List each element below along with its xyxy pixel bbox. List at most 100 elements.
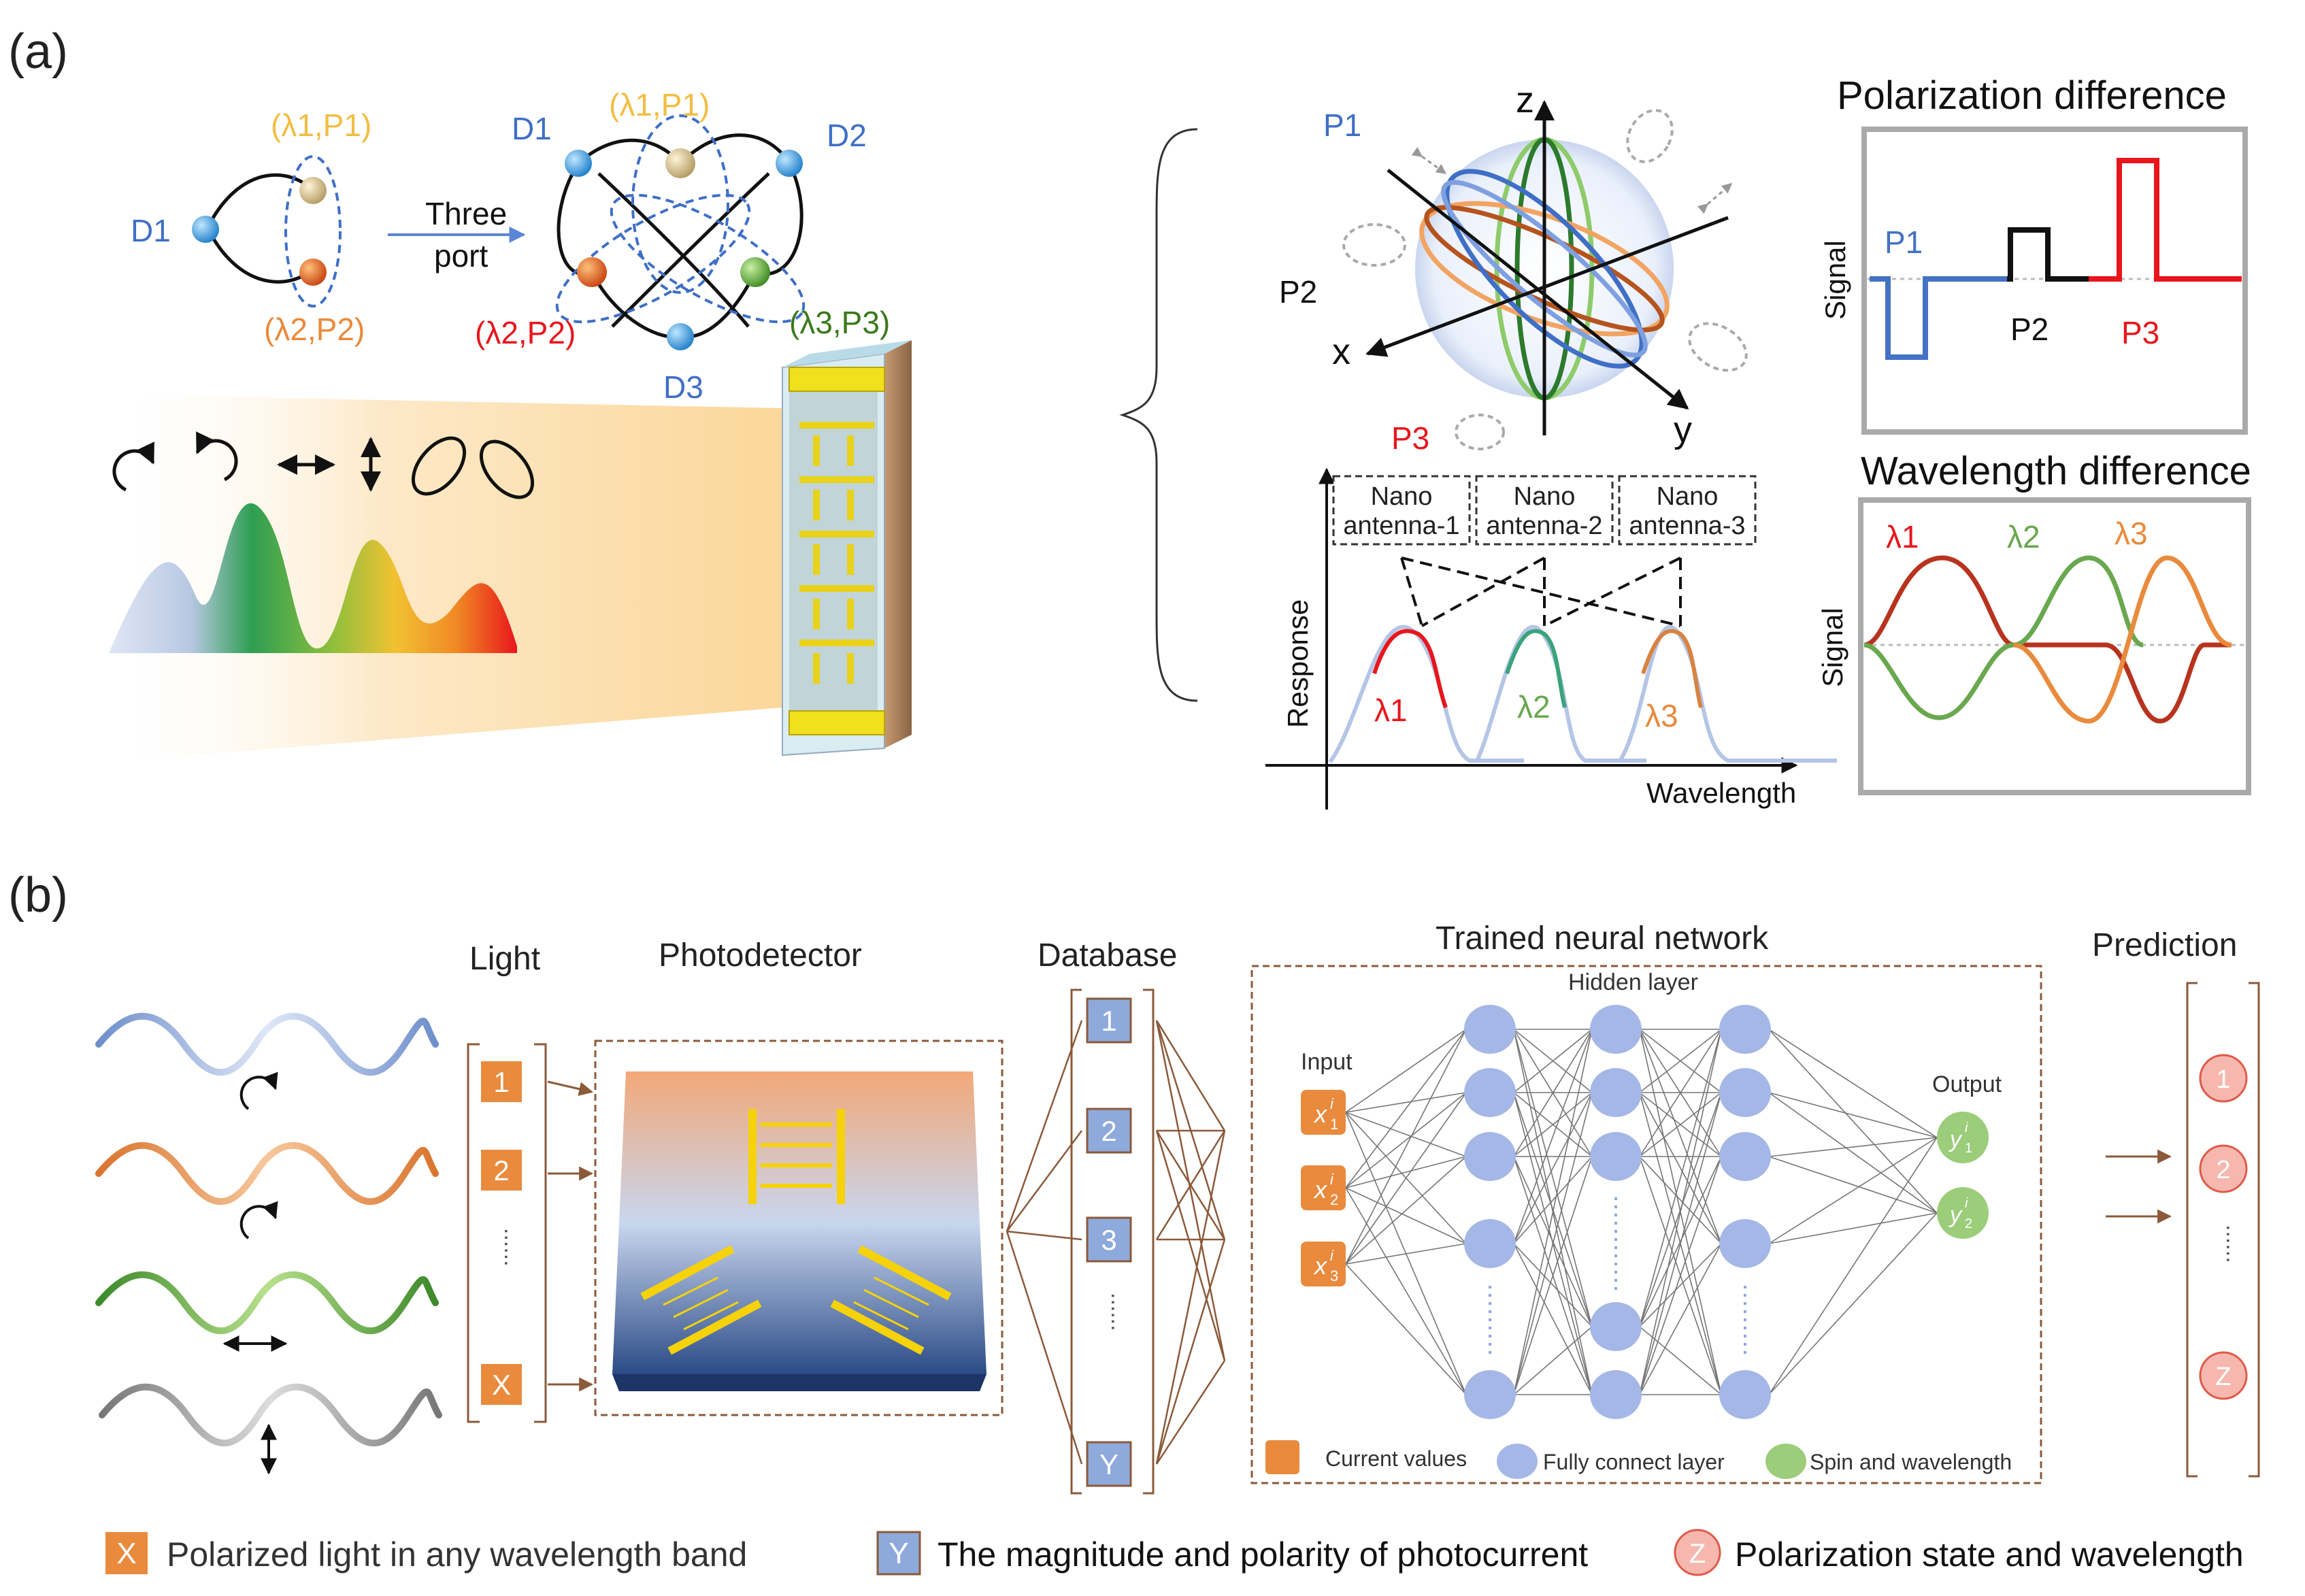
prediction-item-1: 1: [2216, 1065, 2230, 1094]
light-item-2: 2: [493, 1154, 509, 1186]
antenna-2-line-1: Nano: [1514, 482, 1576, 511]
response-plot: [1265, 467, 1837, 810]
wave-polarization-icons: [222, 1071, 288, 1475]
network-edge: [1768, 1029, 1938, 1138]
topology-node-l3p3: (λ3,P3): [789, 305, 890, 340]
network-input-3: x i 3: [1301, 1242, 1346, 1286]
network-edge: [1513, 1092, 1593, 1395]
poincare-sphere: [1342, 100, 1748, 450]
wavelength-plot-l1: λ1: [1886, 519, 1919, 554]
network-edge: [1345, 1187, 1467, 1395]
light-waves: [95, 1012, 442, 1447]
photodetector-chip: [612, 1071, 986, 1391]
wavelength-plot-ylabel: Signal: [1817, 608, 1848, 687]
legend-current-values: Current values: [1325, 1446, 1467, 1471]
sphere-p1: P1: [1323, 107, 1361, 143]
network-edge: [1345, 1187, 1467, 1244]
topology-d1-left: D1: [131, 213, 171, 248]
network-edge: [1513, 1029, 1593, 1395]
topology-node-l2p2: (λ2,P2): [475, 315, 576, 350]
response-peak-l1: λ1: [1374, 693, 1408, 728]
polarization-plot-ylabel: Signal: [1819, 240, 1851, 320]
network-edge: [1513, 1029, 1593, 1157]
output-2-sub: 2: [1965, 1216, 1972, 1231]
polarization-plot-traces: [1868, 158, 2242, 360]
three-port-device: [782, 340, 912, 757]
database-item-3: 3: [1101, 1224, 1116, 1256]
network-edge: [1768, 1212, 1938, 1244]
network-edge: [1513, 1029, 1593, 1244]
network-legend: [1265, 1440, 1806, 1479]
hidden-node: [1719, 1219, 1771, 1268]
network-edge: [1345, 1092, 1467, 1265]
topology-d2: D2: [827, 118, 867, 153]
database-items: [1086, 997, 1132, 1487]
antenna-1-line-2: antenna-1: [1343, 512, 1459, 540]
wavelength-plot-l3: λ3: [2115, 516, 2148, 551]
sphere-p3: P3: [1391, 420, 1429, 456]
network-edge: [1639, 1243, 1722, 1327]
topology-pair-bottom: (λ2,P2): [264, 312, 365, 347]
input-2-sup: i: [1330, 1171, 1334, 1188]
database-to-network-lines: [1155, 1020, 1226, 1465]
hidden-node: [1590, 1132, 1642, 1181]
response-peak-l2: λ2: [1517, 689, 1551, 725]
header-network: Trained neural network: [1436, 920, 1769, 957]
network-edge: [1639, 1092, 1722, 1244]
network-to-prediction-arrows: [2106, 1149, 2172, 1224]
output-1-sub: 1: [1965, 1141, 1972, 1156]
input-1-sup: i: [1330, 1095, 1334, 1112]
network-edge: [1639, 1029, 1722, 1093]
network-hidden-layer: Hidden layer: [1568, 969, 1698, 995]
network-output-2: y i 2: [1937, 1187, 1989, 1239]
network-output-label: Output: [1932, 1071, 2002, 1097]
input-3-sup: i: [1330, 1247, 1334, 1264]
panel-a-label: (a): [8, 24, 68, 79]
network-edge: [1513, 1029, 1593, 1093]
hidden-node: [1719, 1068, 1771, 1117]
network-edge: [1513, 1156, 1593, 1395]
database-item-1: 1: [1101, 1005, 1116, 1037]
arrow-text-three: Three: [425, 196, 507, 231]
network-input-1: x i 1: [1301, 1090, 1346, 1135]
photodetector-box: [594, 1040, 1004, 1416]
bottom-legend: [105, 1529, 1721, 1576]
wavelength-plot-traces: [1863, 555, 2245, 724]
network-edge: [1345, 1156, 1467, 1188]
network-edge: [1639, 1243, 1722, 1395]
network-edge: [1768, 1212, 1938, 1395]
network-connections: [1345, 1029, 1938, 1395]
prediction-item-z: Z: [2215, 1363, 2231, 1391]
wavelength-plot-title: Wavelength difference: [1861, 449, 2251, 493]
network-edge: [1345, 1092, 1467, 1113]
hidden-node: [1719, 1005, 1771, 1054]
output-2-symbol: y: [1949, 1202, 1963, 1228]
network-edge: [1768, 1137, 1938, 1395]
output-1-sup: i: [1965, 1120, 1968, 1135]
sphere-axis-y: y: [1674, 410, 1692, 450]
elliptical-icon-1: [411, 436, 467, 496]
header-database: Database: [1038, 937, 1177, 974]
network-input-2: x i 2: [1301, 1165, 1346, 1210]
network-edge: [1639, 1029, 1722, 1395]
polarization-plot-title: Polarization difference: [1837, 73, 2227, 118]
topology-d3: D3: [663, 369, 703, 405]
network-edge: [1639, 1156, 1722, 1395]
elliptical-icon-2: [479, 439, 535, 499]
network-edge: [1768, 1092, 1938, 1214]
network-edge: [1639, 1326, 1722, 1395]
antenna-3-line-1: Nano: [1657, 482, 1719, 511]
hidden-node: [1464, 1132, 1516, 1181]
antenna-1-line-1: Nano: [1371, 482, 1433, 511]
light-item-x: X: [492, 1369, 511, 1401]
hidden-node: [1719, 1370, 1771, 1419]
network-edge: [1639, 1029, 1722, 1244]
network-edge: [1639, 1029, 1722, 1327]
cw-icon: [239, 1071, 278, 1110]
sphere-axis-x: x: [1332, 331, 1350, 372]
topology-d1: D1: [512, 111, 552, 146]
network-edge: [1639, 1092, 1722, 1395]
network-edge: [1513, 1092, 1593, 1157]
input-1-symbol: x: [1313, 1100, 1328, 1128]
